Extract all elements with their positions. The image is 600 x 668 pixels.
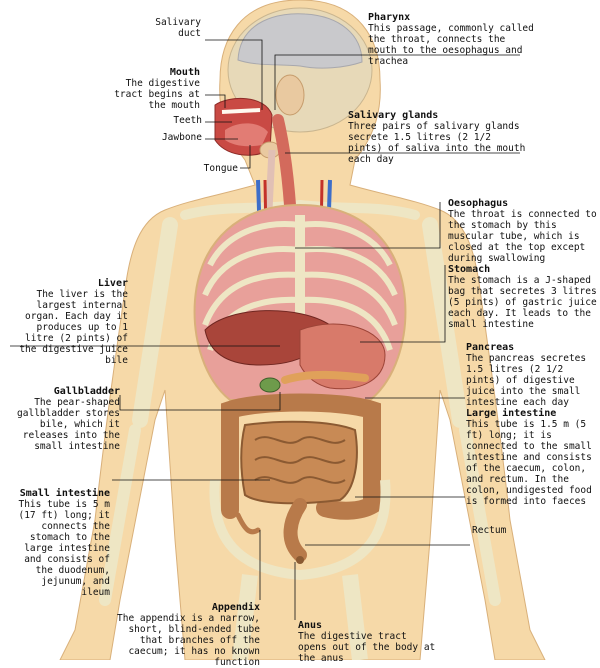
- label-stomach: Stomach The stomach is a J-shaped bag th…: [448, 264, 597, 330]
- label-appendix: Appendix The appendix is a narrow, short…: [117, 602, 260, 668]
- leader-lines: [10, 39, 520, 620]
- humerus-left: [132, 217, 178, 428]
- label-rectum: Rectum: [472, 525, 507, 536]
- femur-left: [232, 574, 258, 660]
- label-salivary-glands: Salivary glands Three pairs of salivary …: [348, 110, 526, 165]
- label-salivary-duct: Salivary duct: [155, 17, 201, 39]
- pelvis: [209, 479, 391, 581]
- label-pharynx: Pharynx This passage, commonly called th…: [368, 12, 534, 67]
- label-oesophagus: Oesophagus The throat is connected to th…: [448, 198, 597, 264]
- salivary-gland-parotid: [275, 74, 305, 116]
- label-pancreas: Pancreas The pancreas secretes 1.5 litre…: [466, 342, 587, 408]
- label-liver: Liver The liver is the largest internal …: [19, 278, 128, 366]
- brain: [237, 13, 363, 69]
- label-small-intestine: Small intestine This tube is 5 m (17 ft)…: [18, 488, 110, 598]
- pancreas: [281, 370, 369, 384]
- femur-right: [342, 574, 368, 660]
- label-large-intestine: Large intestine This tube is 1.5 m (5 ft…: [466, 408, 592, 507]
- label-teeth: Teeth: [173, 115, 202, 126]
- tongue: [225, 123, 268, 147]
- small-intestine-coils: [254, 436, 346, 484]
- gallbladder: [259, 377, 281, 393]
- teeth: [221, 108, 261, 114]
- label-tongue: Tongue: [203, 163, 238, 174]
- label-jawbone: Jawbone: [161, 132, 202, 143]
- forearm-left: [99, 424, 141, 606]
- label-mouth: Mouth The digestive tract begins at the …: [114, 67, 200, 111]
- rectum: [283, 498, 307, 562]
- appendix: [235, 512, 261, 535]
- large-intestine: [221, 393, 381, 520]
- label-anus: Anus The digestive tract opens out of th…: [298, 620, 436, 664]
- label-gallbladder: Gallbladder The pear-shaped gallbladder …: [17, 386, 120, 452]
- anus: [296, 556, 304, 564]
- forearm-right: [459, 424, 501, 606]
- ribs: [202, 221, 398, 351]
